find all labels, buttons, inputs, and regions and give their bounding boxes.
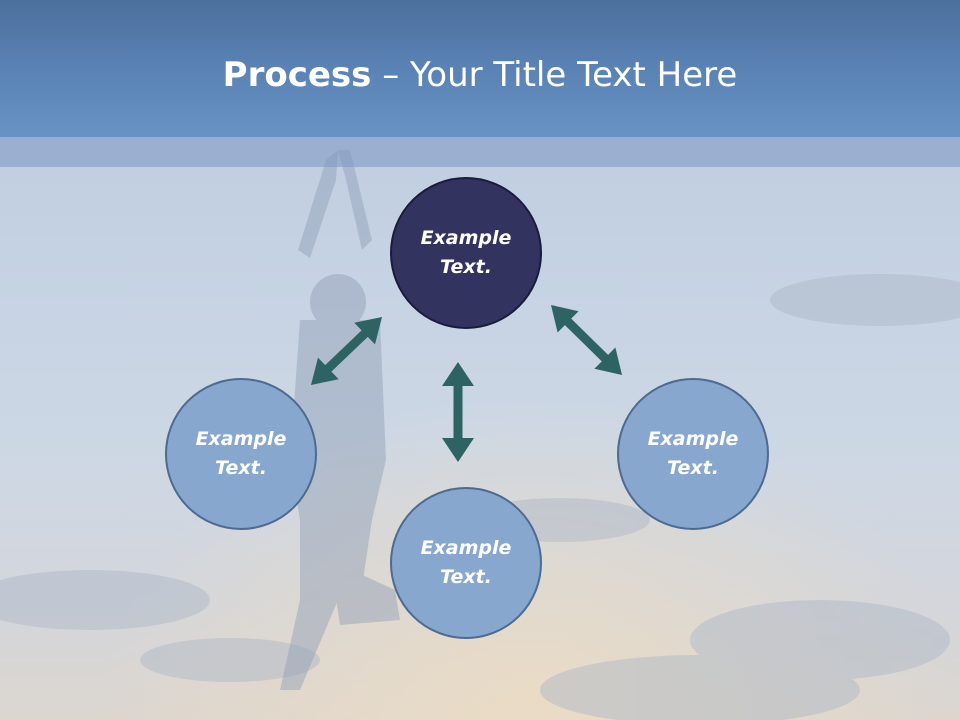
- yoga-silhouette: [280, 150, 400, 690]
- title-bar: [0, 0, 960, 137]
- process-node-bottom[interactable]: Example Text.: [390, 487, 542, 639]
- process-node-right[interactable]: Example Text.: [617, 378, 769, 530]
- process-node-top-label: Example Text.: [420, 227, 512, 278]
- title-bold-part: Process: [222, 55, 372, 95]
- title-bar-band: [0, 137, 960, 167]
- slide-title: Process – Your Title Text Here: [0, 50, 960, 100]
- process-node-right-label: Example Text.: [647, 428, 739, 479]
- process-node-top[interactable]: Example Text.: [390, 177, 542, 329]
- process-node-bottom-label: Example Text.: [420, 537, 512, 588]
- process-node-left-label: Example Text.: [195, 428, 287, 479]
- arrow-center-vertical: [442, 362, 474, 462]
- title-dash: –: [371, 55, 411, 95]
- arrow-top-right: [551, 305, 622, 375]
- process-node-left[interactable]: Example Text.: [165, 378, 317, 530]
- arrow-top-left: [311, 317, 382, 385]
- title-rest-part: Your Title Text Here: [410, 55, 738, 95]
